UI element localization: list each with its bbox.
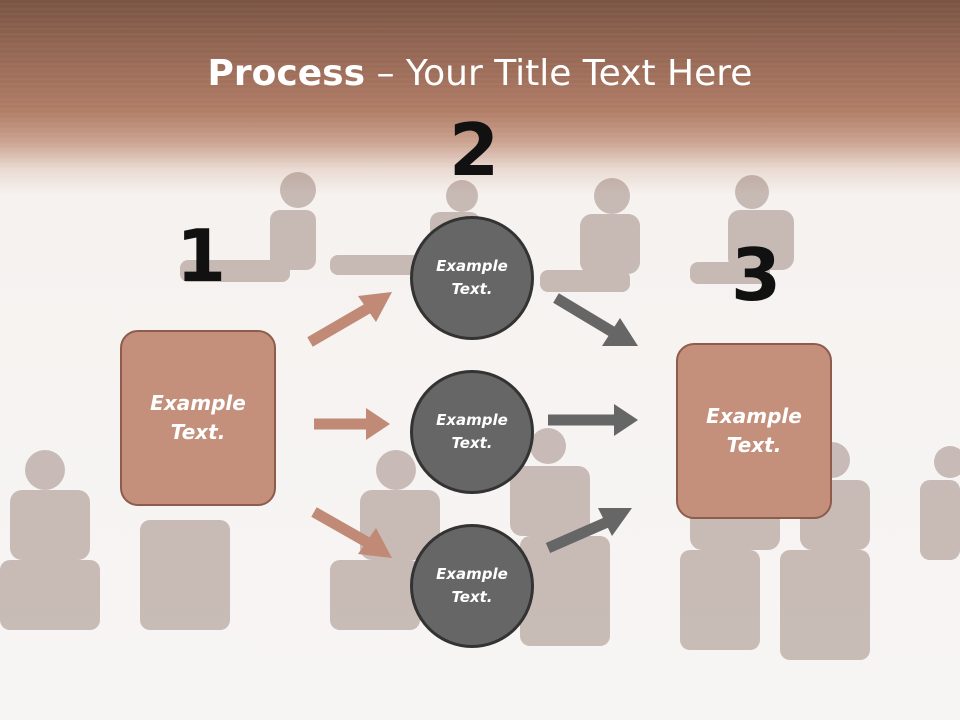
arrow-up-right-gray	[545, 514, 615, 554]
step-number-1: 1	[176, 214, 227, 298]
circle-middle: Example Text.	[410, 370, 534, 494]
right-box-text: Example Text.	[706, 404, 802, 457]
arrow-head-4	[602, 318, 638, 346]
circle-bottom: Example Text.	[410, 524, 534, 648]
title-bold: Process	[207, 53, 366, 94]
arrow-head-5	[614, 404, 638, 436]
slide-title: Process – Your Title Text Here	[0, 52, 960, 96]
left-box-text: Example Text.	[150, 391, 246, 444]
arrow-head-2	[366, 408, 390, 440]
arrow-head-1	[358, 292, 392, 322]
arrow-down-right-gray	[553, 293, 619, 339]
step-number-3: 3	[731, 233, 782, 317]
circle-top: Example Text.	[410, 216, 534, 340]
right-process-box: Example Text.	[676, 343, 832, 519]
circle-top-text: Example Text.	[436, 257, 508, 298]
header-band	[0, 0, 960, 200]
circle-middle-text: Example Text.	[436, 411, 508, 452]
circle-bottom-text: Example Text.	[436, 565, 508, 606]
step-number-2: 2	[449, 108, 500, 192]
arrow-head-6	[598, 508, 632, 536]
title-rest: – Your Title Text Here	[365, 53, 753, 94]
arrow-head-3	[358, 528, 392, 558]
arrow-up-right-brown	[307, 301, 375, 347]
arrow-down-right-brown	[311, 507, 375, 550]
left-process-box: Example Text.	[120, 330, 276, 506]
